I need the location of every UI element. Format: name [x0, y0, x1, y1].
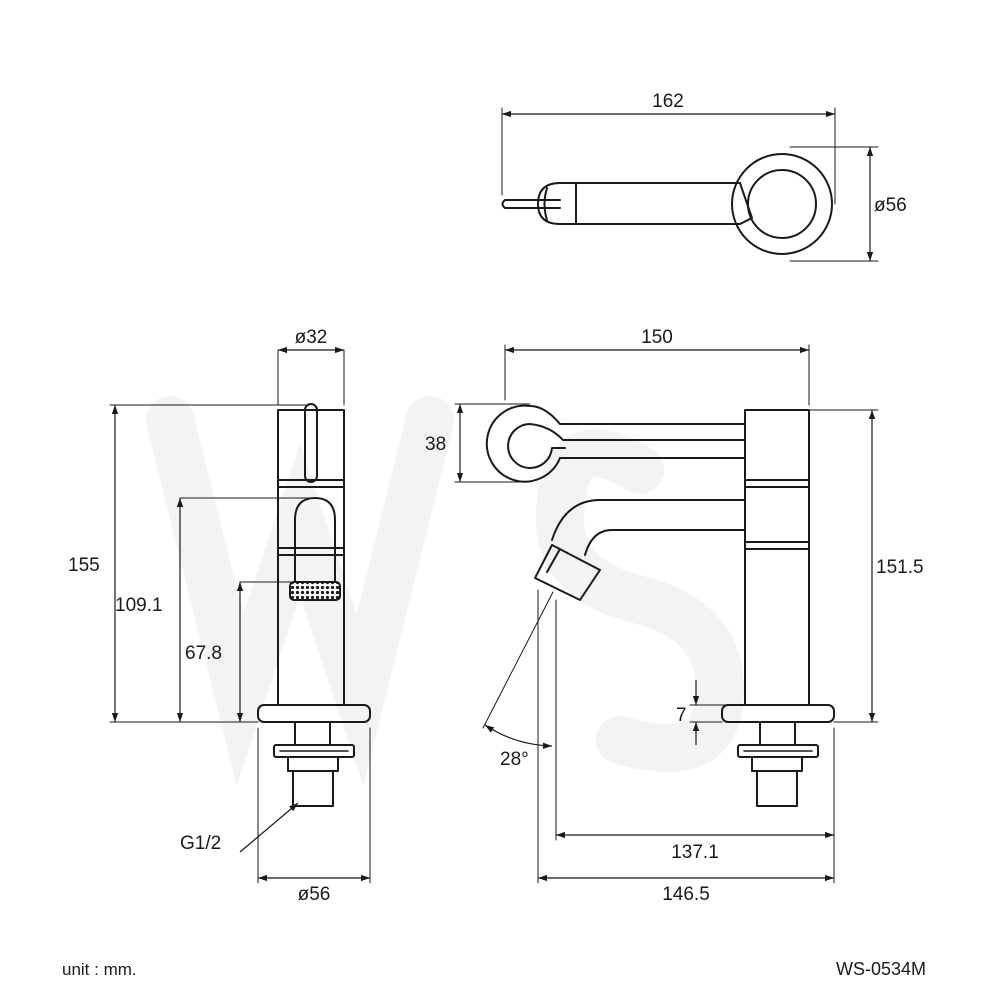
model-code: WS-0534M	[836, 959, 927, 979]
top-view-spout-ring	[543, 182, 577, 225]
front-shank	[759, 721, 796, 746]
dim-label-top-disc-diameter: ø56	[874, 195, 907, 216]
dim-label-base-thickness: 7	[676, 705, 687, 726]
side-handle-lever	[304, 403, 318, 483]
dim-arc-28	[484, 724, 553, 749]
dim-label-outlet-height: 67.8	[185, 643, 222, 664]
top-view-handle	[559, 182, 753, 225]
dim-label-overall-reach: 146.5	[662, 884, 710, 905]
dim-label-handle-reach: 150	[641, 327, 673, 348]
front-spout	[551, 499, 746, 556]
dim-label-body-height: 151.5	[876, 557, 924, 578]
side-thread-lower	[292, 770, 334, 807]
front-body-bands	[744, 479, 810, 550]
dim-label-base-diameter: ø56	[298, 884, 331, 905]
front-aerator	[534, 544, 601, 601]
dim-label-spout-reach: 137.1	[671, 842, 719, 863]
dim-label-spout-angle: 28°	[500, 749, 529, 770]
side-view	[109, 349, 371, 884]
top-view	[501, 107, 879, 262]
leader-g1-2	[239, 802, 299, 853]
front-handle	[485, 404, 746, 483]
side-aerator-mesh	[289, 581, 341, 601]
dim-label-handle-height: 38	[425, 434, 446, 455]
unit-note: unit : mm.	[62, 960, 137, 979]
front-thread-lower	[756, 770, 798, 807]
dim-label-thread: G1/2	[180, 833, 221, 854]
top-view-spout-tip	[537, 182, 561, 225]
dim-label-spout-top-height: 109.1	[115, 595, 163, 616]
side-body-bands	[277, 479, 345, 556]
front-base-plate	[721, 704, 835, 723]
side-shank	[294, 721, 331, 746]
front-body	[744, 409, 810, 706]
dim-label-162: 162	[652, 91, 684, 112]
top-view-body-circle	[747, 169, 817, 239]
front-thread-upper	[751, 756, 803, 772]
top-view-lever	[501, 199, 561, 209]
dim-label-body-diameter: ø32	[295, 327, 328, 348]
top-view-outer-disc	[731, 153, 833, 255]
front-view	[454, 344, 879, 884]
dim-label-total-height: 155	[68, 555, 100, 576]
brand-watermark	[146, 396, 745, 786]
side-thread-upper	[287, 756, 339, 772]
side-base-plate	[257, 704, 371, 723]
